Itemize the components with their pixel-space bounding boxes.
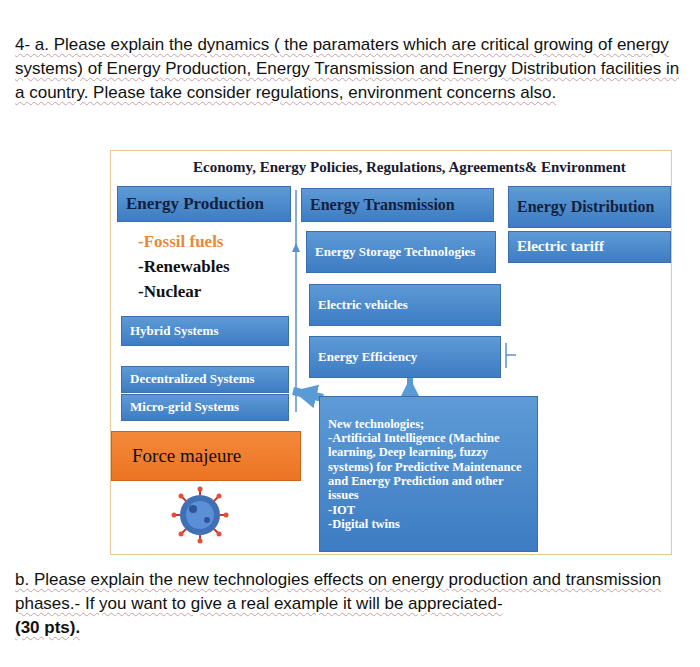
box-text: Energy Storage Technologies — [315, 245, 487, 260]
box-text: Energy Transmission — [310, 196, 485, 214]
virus-picture — [163, 487, 237, 544]
divider-line — [295, 190, 297, 412]
box-text: Energy Efficiency — [318, 350, 492, 365]
process-box: Decentralized Systems — [121, 366, 289, 393]
process-box: Micro-grid Systems — [121, 394, 289, 421]
box-text: -IOT — [328, 503, 529, 517]
box-text: Force majeure — [132, 445, 292, 467]
process-box: Hybrid Systems — [121, 316, 289, 346]
question-text: 4- a. Please explain the dynamics ( the … — [15, 33, 687, 105]
list-item: -Renewables — [138, 257, 288, 277]
box-text: Electric vehicles — [318, 298, 492, 313]
divider-arrowhead — [292, 243, 300, 252]
box-text: Energy Distribution — [517, 198, 662, 216]
bracket-symbol — [506, 343, 516, 368]
question-text: b. Please explain the new technologies e… — [15, 568, 687, 616]
process-box: Energy Storage Technologies — [306, 231, 496, 273]
process-box: Electric tariff — [508, 231, 671, 263]
box-text: Hybrid Systems — [130, 324, 280, 339]
context-frame: Economy, Energy Policies, Regulations, A… — [110, 150, 672, 555]
box-text: Energy Production — [126, 194, 282, 214]
column-header: Energy Transmission — [301, 188, 494, 222]
box-text: New technologies; — [328, 417, 529, 431]
list-item: -Fossil fuels — [138, 232, 288, 252]
force-majeure-box: Force majeure — [111, 431, 301, 481]
process-box: Energy Efficiency — [309, 336, 501, 378]
flow-arrow — [407, 378, 413, 396]
box-text: -Artificial Intelligence (Machine learni… — [328, 431, 529, 503]
box-text: Micro-grid Systems — [130, 400, 280, 415]
column-header: Energy Production — [117, 186, 291, 222]
column-header: Energy Distribution — [508, 186, 671, 228]
process-box: Electric vehicles — [309, 284, 501, 326]
list-item: -Nuclear — [138, 282, 288, 302]
box-text: Electric tariff — [517, 238, 662, 255]
question-text: (30 pts). — [15, 616, 135, 640]
box-text: -Digital twins — [328, 517, 529, 531]
technology-box: New technologies;-Artificial Intelligenc… — [319, 396, 538, 552]
frame-heading: Economy, Energy Policies, Regulations, A… — [111, 151, 671, 176]
box-text: Decentralized Systems — [130, 372, 280, 387]
